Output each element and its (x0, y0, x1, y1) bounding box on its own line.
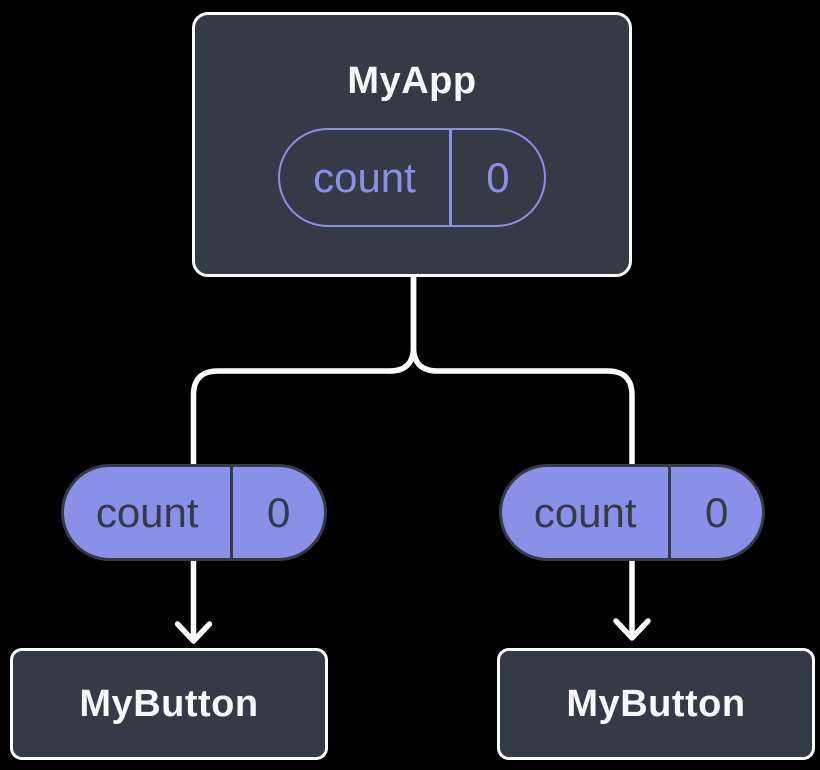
pill-divider (448, 130, 452, 225)
arrow-down-right-icon (613, 557, 651, 641)
prop-pill-right: count 0 (499, 464, 765, 561)
child-component-box-right: MyButton (497, 648, 815, 760)
child-component-name: MyButton (566, 683, 746, 725)
root-component-box: MyApp count 0 (192, 12, 632, 277)
root-component-name: MyApp (347, 60, 477, 102)
arrow-down-left-icon (174, 558, 213, 644)
state-name-label: count (313, 153, 416, 201)
pill-divider (230, 467, 234, 558)
fork-connector-left (190, 276, 417, 466)
prop-value-label: 0 (267, 488, 291, 536)
fork-connector-right (410, 276, 635, 466)
child-component-box-left: MyButton (10, 648, 328, 760)
prop-name-label: count (95, 488, 199, 536)
root-state-pill: count 0 (278, 128, 546, 227)
prop-pill-left: count 0 (61, 464, 327, 561)
prop-value-label: 0 (705, 488, 729, 536)
pill-divider (668, 467, 672, 558)
child-component-name: MyButton (79, 683, 259, 725)
prop-name-label: count (533, 488, 637, 536)
state-value-label: 0 (486, 153, 510, 201)
